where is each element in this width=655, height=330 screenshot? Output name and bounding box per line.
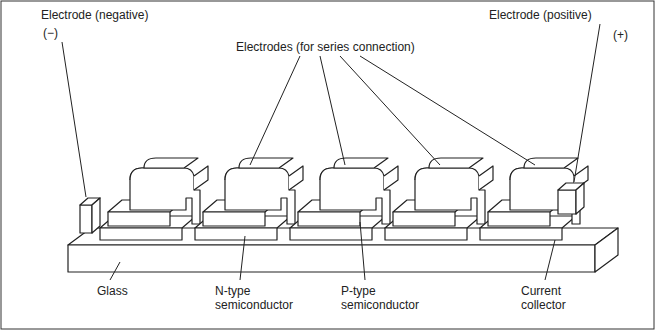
end-electrodes bbox=[80, 183, 584, 233]
leader-lines bbox=[62, 24, 600, 280]
polarity-sign: (+) bbox=[612, 28, 629, 42]
part-label: P-type semiconductor bbox=[340, 284, 422, 312]
part-label: Current collector bbox=[520, 284, 592, 312]
polarity-sign: (−) bbox=[42, 26, 59, 40]
part-label: Glass bbox=[96, 284, 129, 298]
part-label: N-type semiconductor bbox=[214, 284, 296, 312]
part-label: Electrode (negative) bbox=[40, 8, 149, 22]
part-label: Electrode (positive) bbox=[488, 8, 593, 22]
cells bbox=[100, 158, 588, 240]
part-label: Electrodes (for series connection) bbox=[235, 40, 416, 54]
